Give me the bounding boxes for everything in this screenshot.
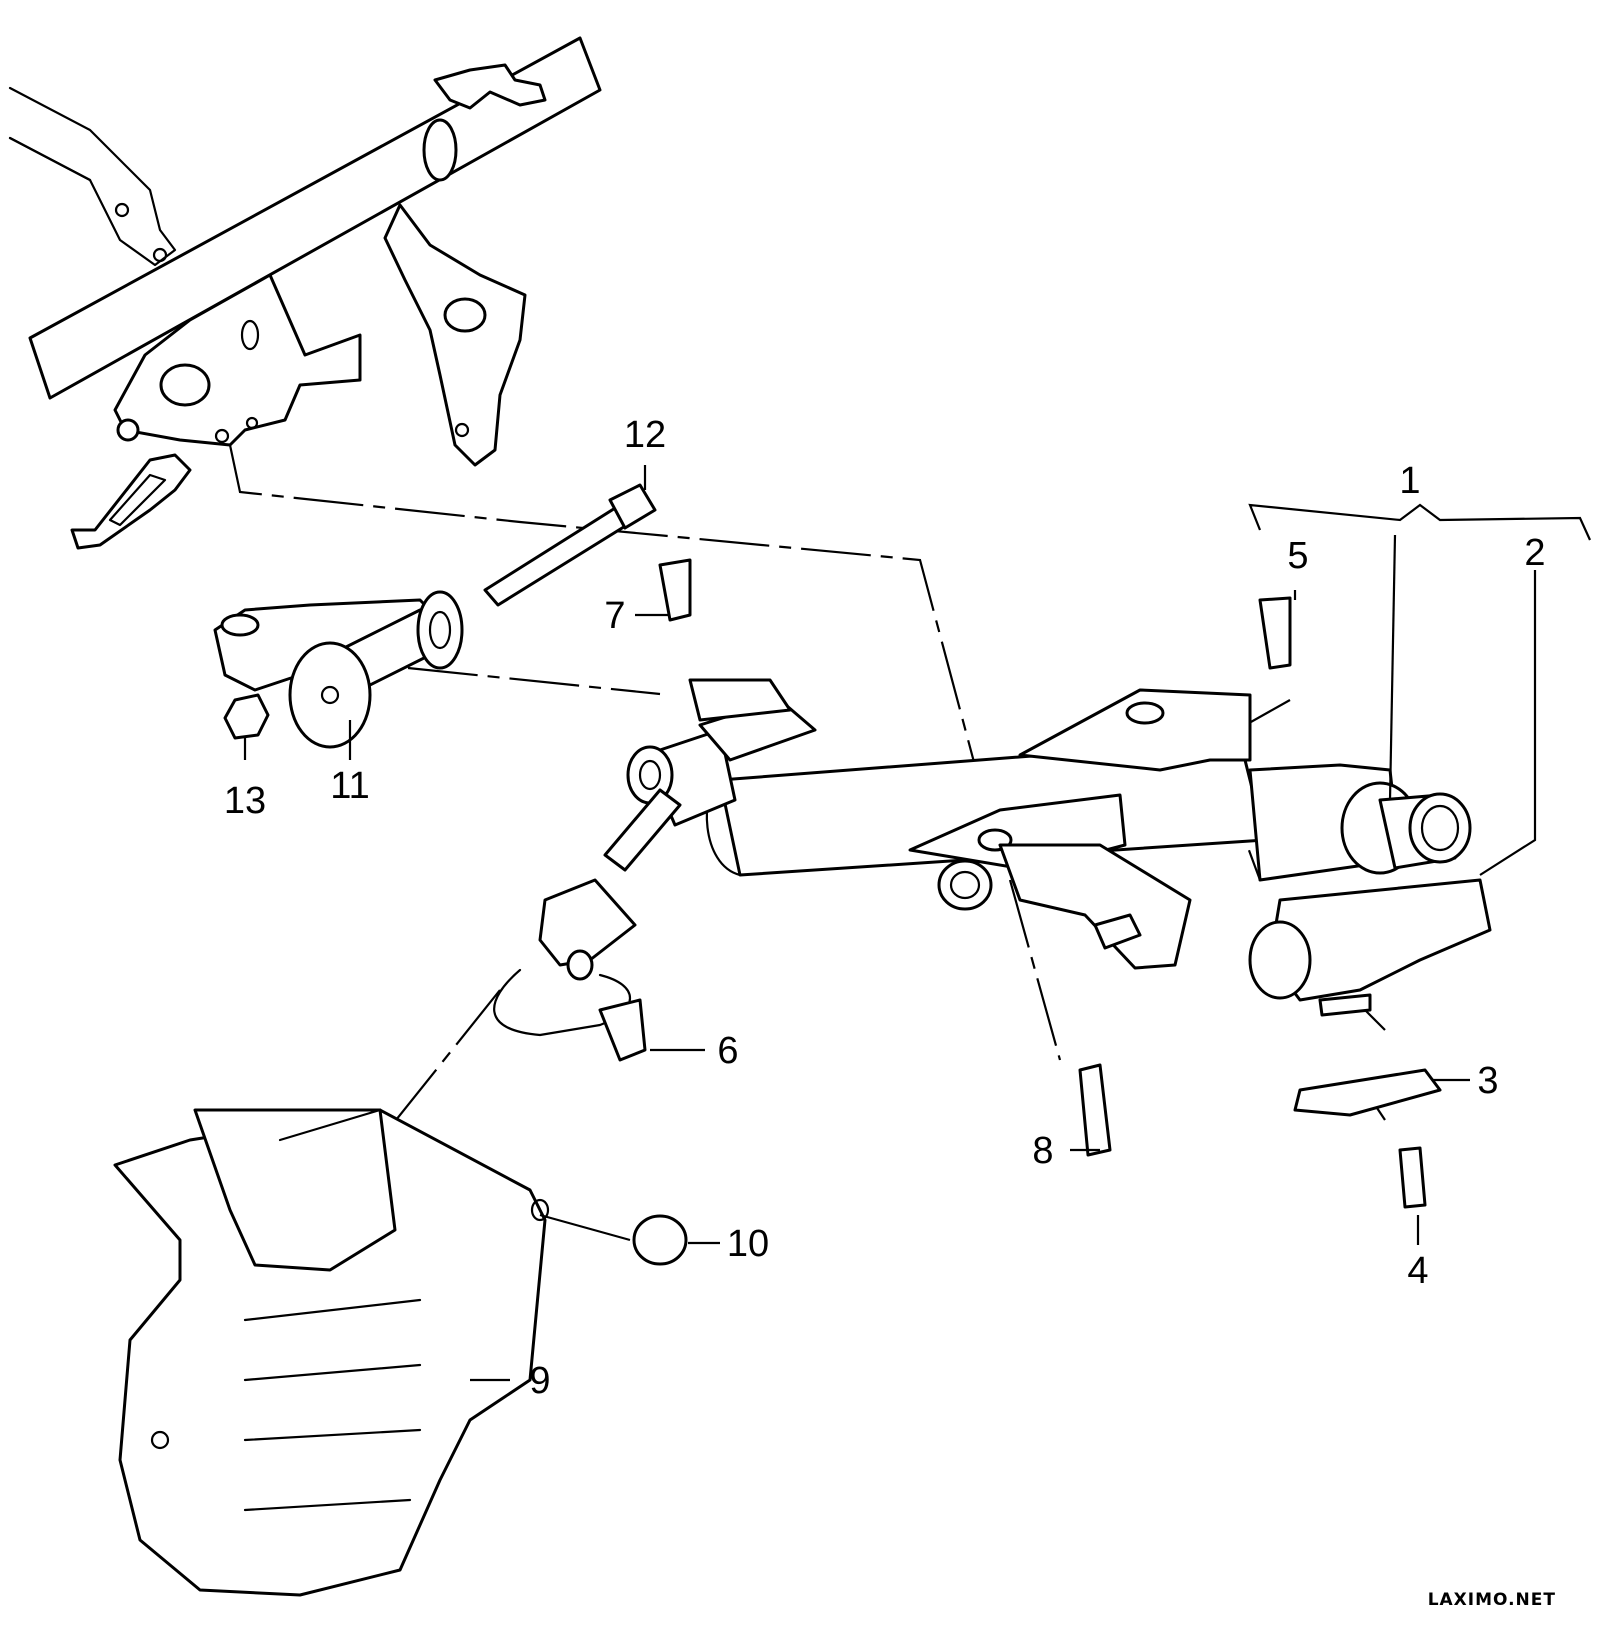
cap-10 bbox=[632, 1214, 688, 1266]
steering-column bbox=[493, 678, 1492, 1037]
watermark: LAXIMO.NET bbox=[1427, 1590, 1556, 1610]
callout-13: 13 bbox=[224, 780, 266, 822]
cover-9 bbox=[113, 1108, 550, 1597]
bolt-7 bbox=[658, 558, 692, 622]
cross-car-beam bbox=[8, 36, 602, 550]
leader-1 bbox=[1388, 534, 1397, 801]
callout-5: 5 bbox=[1287, 535, 1308, 577]
bolt-12-head bbox=[608, 483, 657, 530]
callout-3: 3 bbox=[1477, 1060, 1498, 1102]
leader-1-bracket bbox=[1248, 503, 1592, 541]
callout-6: 6 bbox=[717, 1030, 738, 1072]
nut-13 bbox=[223, 693, 270, 740]
leader-2 bbox=[1479, 570, 1537, 876]
callout-7: 7 bbox=[604, 595, 625, 637]
bolt-8 bbox=[1078, 1063, 1112, 1157]
fasteners bbox=[223, 483, 1442, 1266]
leader-lines bbox=[243, 465, 1592, 1382]
callout-4: 4 bbox=[1407, 1250, 1428, 1292]
callout-10: 10 bbox=[727, 1223, 769, 1265]
clip-3 bbox=[1293, 1068, 1442, 1117]
bolt-5 bbox=[1258, 596, 1292, 670]
bolt-6 bbox=[598, 998, 647, 1062]
bolt-4 bbox=[1398, 1146, 1427, 1209]
callout-9: 9 bbox=[529, 1360, 550, 1402]
bracket-11 bbox=[213, 590, 464, 749]
callout-8: 8 bbox=[1032, 1130, 1053, 1172]
callout-1: 1 bbox=[1399, 460, 1420, 502]
callout-labels: 1 2 3 4 5 6 7 8 9 10 11 12 13 bbox=[224, 414, 1546, 1402]
callout-2: 2 bbox=[1524, 532, 1545, 574]
callout-12: 12 bbox=[624, 414, 666, 456]
leader-10 bbox=[539, 1213, 720, 1245]
callout-11: 11 bbox=[330, 765, 369, 807]
